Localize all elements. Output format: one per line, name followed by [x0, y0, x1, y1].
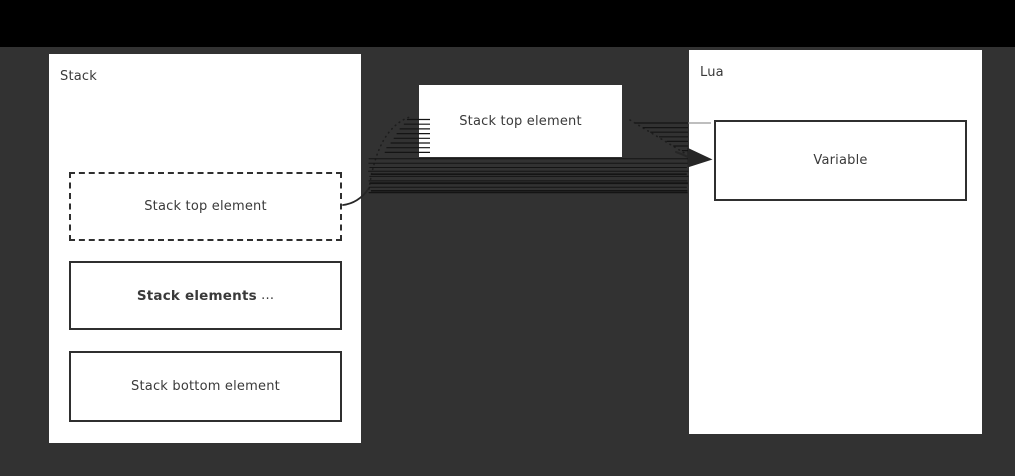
node-stack-top: Stack top element [69, 172, 342, 241]
edge-label-stack-top: Stack top element [419, 85, 622, 157]
stack-group-title: Stack [60, 69, 97, 84]
lua-group-title: Lua [700, 65, 724, 80]
arrow-right-dotted-curve [629, 119, 687, 155]
node-stack-elements-suffix: ... [256, 288, 275, 303]
arrowhead-stub [675, 151, 691, 159]
node-variable: Variable [714, 120, 967, 201]
window-top-bar [0, 0, 1015, 47]
node-stack-top-label: Stack top element [144, 199, 267, 214]
arrow-left-dotted-curve [368, 116, 411, 190]
node-stack-elements-label: Stack elements [136, 287, 257, 304]
node-stack-elements: Stack elements ... [69, 261, 342, 330]
lua-group: Lua Variable [689, 50, 982, 434]
edge-label-text: Stack top element [459, 113, 582, 129]
node-variable-label: Variable [813, 153, 868, 168]
node-stack-bottom: Stack bottom element [69, 351, 342, 422]
node-stack-bottom-label: Stack bottom element [131, 379, 280, 394]
stack-group: Stack Stack top element Stack elements .… [49, 54, 361, 443]
